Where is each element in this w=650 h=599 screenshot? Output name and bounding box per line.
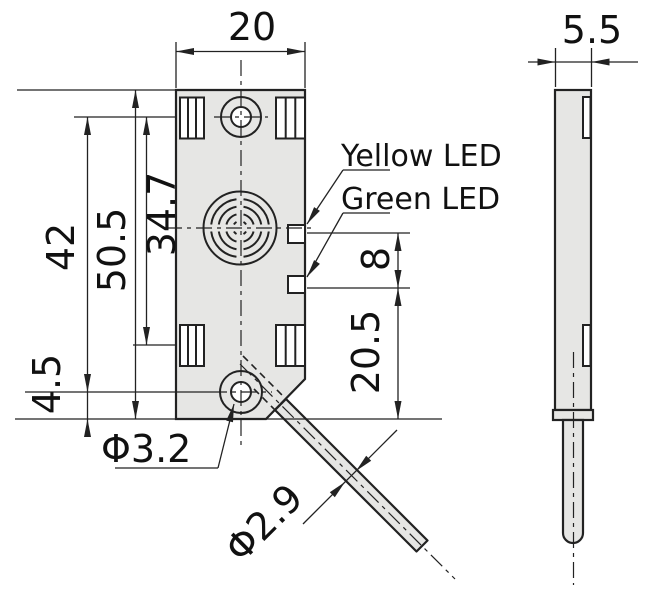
mount-slot-top-left bbox=[179, 96, 205, 140]
yellow-led-label: Yellow LED bbox=[340, 139, 502, 174]
extension-lines-left bbox=[15, 89, 442, 420]
mount-slot-bottom-right bbox=[275, 324, 306, 367]
dim-green-led-to-bottom: 20.5 bbox=[344, 288, 402, 419]
dim-side-width: 5.5 bbox=[528, 8, 638, 87]
dim-side-width-value: 5.5 bbox=[562, 8, 622, 52]
side-view bbox=[551, 88, 595, 585]
dim-body-height: 50.5 bbox=[90, 90, 139, 419]
dim-front-width-value: 20 bbox=[228, 5, 276, 49]
cable-hidden-edge-lower bbox=[253, 388, 276, 411]
dim-slot-center-span: 34.7 bbox=[140, 117, 184, 345]
dim-mount-hole-span: 42 bbox=[39, 117, 91, 392]
centerline-cable-axis bbox=[239, 363, 456, 580]
cable-diameter-value: Φ2.9 bbox=[217, 476, 312, 571]
green-led-callout: Green LED bbox=[306, 182, 500, 278]
dim-hole-to-bottom-edge-value: 4.5 bbox=[25, 354, 69, 414]
yellow-led-callout: Yellow LED bbox=[306, 139, 502, 225]
green-led-label: Green LED bbox=[341, 182, 500, 217]
mount-slot-top-right bbox=[275, 96, 306, 140]
mount-hole-diameter-value: Φ3.2 bbox=[101, 427, 191, 471]
green-led-window bbox=[287, 275, 306, 294]
dim-led-spacing: 8 bbox=[354, 233, 402, 288]
cable-hidden-edge-upper bbox=[242, 355, 287, 400]
dim-mount-hole-span-value: 42 bbox=[39, 223, 83, 271]
extension-lines-right bbox=[307, 232, 410, 289]
front-view bbox=[166, 60, 456, 580]
dim-led-spacing-value: 8 bbox=[354, 247, 398, 271]
yellow-led-window bbox=[287, 224, 306, 244]
side-notch-bottom bbox=[582, 324, 592, 367]
dim-green-led-to-bottom-value: 20.5 bbox=[344, 310, 388, 395]
side-notch-top bbox=[582, 96, 592, 139]
dim-front-width: 20 bbox=[175, 5, 306, 88]
mount-slot-bottom-left bbox=[179, 324, 205, 367]
dim-hole-to-bottom-edge: 4.5 bbox=[25, 354, 91, 437]
dim-slot-center-span-value: 34.7 bbox=[140, 172, 184, 257]
dim-body-height-value: 50.5 bbox=[90, 208, 134, 293]
mount-hole-diameter-callout: Φ3.2 bbox=[101, 403, 235, 471]
